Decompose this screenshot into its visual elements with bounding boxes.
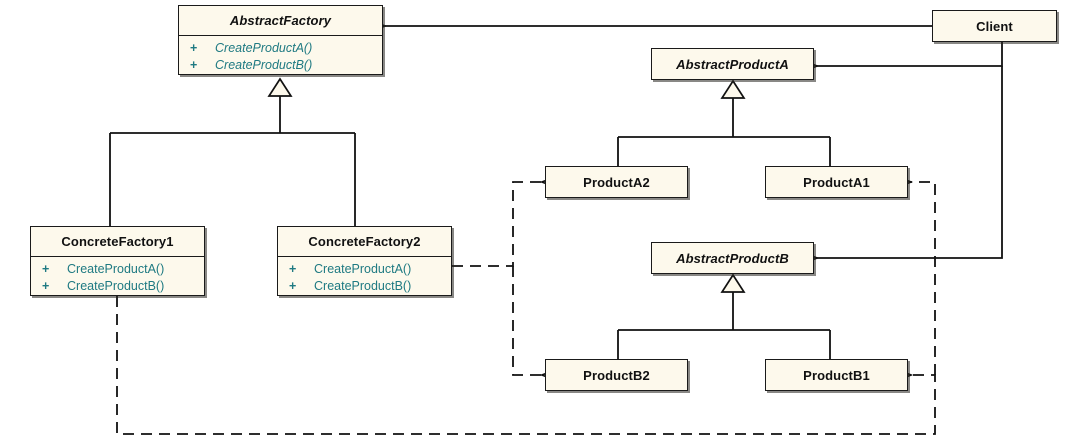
class-name-product-b2: ProductB2 <box>583 367 650 383</box>
class-box-concrete-factory-1[interactable]: ConcreteFactory1 + CreateProductA() + Cr… <box>30 226 205 296</box>
class-name-abstract-product-b: AbstractProductB <box>676 250 789 266</box>
class-box-product-b2[interactable]: ProductB2 <box>545 359 688 391</box>
class-name-abstract-product-a: AbstractProductA <box>676 56 789 72</box>
class-name-concrete-factory-1: ConcreteFactory1 <box>61 234 174 249</box>
class-box-client[interactable]: Client <box>932 10 1057 42</box>
dependency-concretefactory2-products <box>452 182 542 375</box>
compartment-divider <box>31 256 204 257</box>
operations-compartment-abstract-factory: + CreateProductA() + CreateProductB() <box>179 36 382 77</box>
generalization-triangle-abstract-product-b <box>720 273 746 293</box>
generalization-products-a <box>617 79 831 166</box>
generalization-triangle-abstract-product-a <box>720 79 746 99</box>
class-box-concrete-factory-2[interactable]: ConcreteFactory2 + CreateProductA() + Cr… <box>277 226 452 296</box>
class-name-concrete-factory-2: ConcreteFactory2 <box>308 234 421 249</box>
class-box-abstract-product-a[interactable]: AbstractProductA <box>651 48 814 80</box>
visibility-marker: + <box>190 58 198 72</box>
visibility-marker: + <box>289 262 297 276</box>
class-box-abstract-product-b[interactable]: AbstractProductB <box>651 242 814 274</box>
operation-row: + CreateProductB() <box>179 57 382 74</box>
operation-row: + CreateProductB() <box>278 278 451 295</box>
class-box-product-a1[interactable]: ProductA1 <box>765 166 908 198</box>
visibility-marker: + <box>289 279 297 293</box>
visibility-marker: + <box>190 41 198 55</box>
operation-name: CreateProductB() <box>314 279 412 293</box>
operation-name: CreateProductA() <box>215 41 313 55</box>
class-name-product-a2: ProductA2 <box>583 174 650 190</box>
operation-row: + CreateProductA() <box>278 261 451 278</box>
operation-name: CreateProductA() <box>314 262 412 276</box>
generalization-factories <box>109 77 356 226</box>
compartment-divider <box>278 256 451 257</box>
generalization-products-b <box>617 273 831 359</box>
operation-row: + CreateProductB() <box>31 278 204 295</box>
class-box-product-a2[interactable]: ProductA2 <box>545 166 688 198</box>
operation-row: + CreateProductA() <box>31 261 204 278</box>
dependency-concretefactory1-products <box>116 182 936 435</box>
class-name-abstract-factory: AbstractFactory <box>229 13 332 28</box>
operations-compartment-concrete-factory-2: + CreateProductA() + CreateProductB() <box>278 257 451 298</box>
operation-name: CreateProductB() <box>215 58 313 72</box>
class-box-abstract-factory[interactable]: AbstractFactory + CreateProductA() + Cre… <box>178 5 383 75</box>
association-client-abstractproductb <box>817 66 1003 258</box>
operation-name: CreateProductB() <box>67 279 165 293</box>
generalization-triangle-abstract-factory <box>267 77 293 97</box>
class-name-client: Client <box>976 18 1013 34</box>
visibility-marker: + <box>42 262 50 276</box>
association-client-abstractproducta <box>817 42 1003 66</box>
operations-compartment-concrete-factory-1: + CreateProductA() + CreateProductB() <box>31 257 204 298</box>
class-name-product-b1: ProductB1 <box>803 367 870 383</box>
class-name-product-a1: ProductA1 <box>803 174 870 190</box>
operation-row: + CreateProductA() <box>179 40 382 57</box>
visibility-marker: + <box>42 279 50 293</box>
compartment-divider <box>179 35 382 36</box>
class-box-product-b1[interactable]: ProductB1 <box>765 359 908 391</box>
operation-name: CreateProductA() <box>67 262 165 276</box>
